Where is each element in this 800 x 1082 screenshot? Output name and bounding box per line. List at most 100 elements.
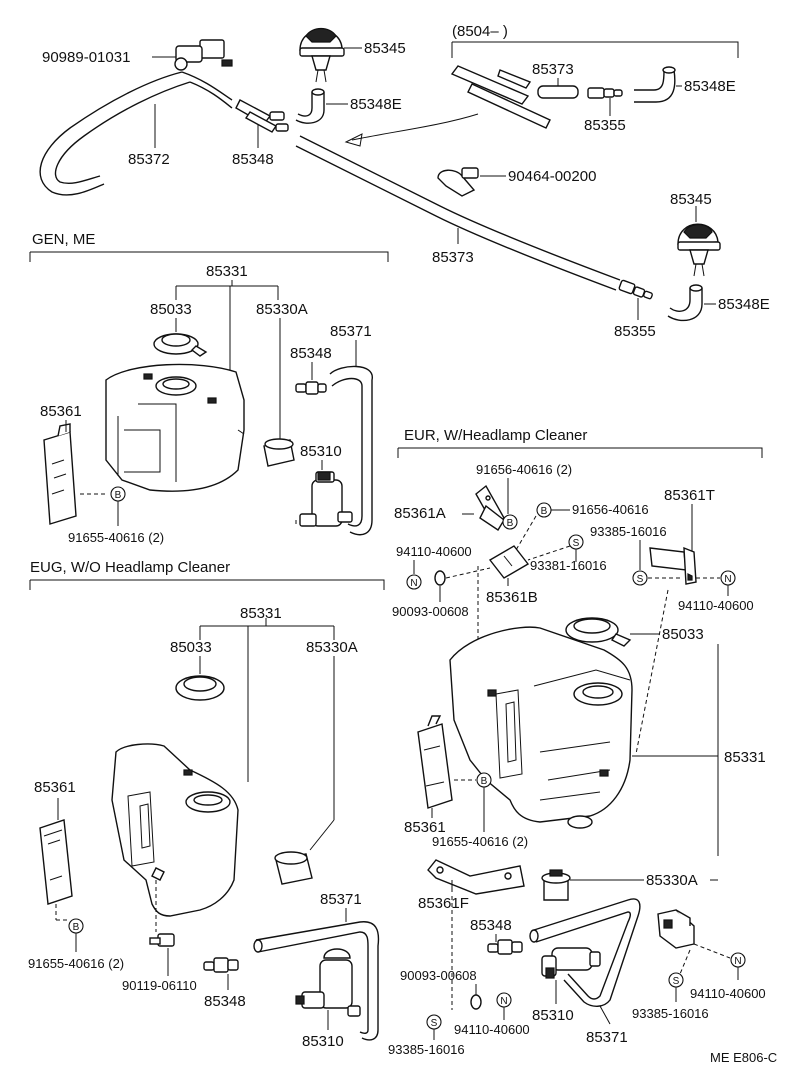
label-85330A-eug: 85330A [306, 639, 358, 656]
label-85371-gen: 85371 [330, 323, 372, 340]
hose-85371-eur-a [533, 898, 641, 1007]
joint-8504-variant [450, 65, 551, 129]
range-label: (8504– ) [452, 23, 508, 40]
bracket-lower-right [657, 909, 695, 949]
label-91656-40616-2: 91656-40616 (2) [476, 462, 572, 477]
label-93385-16016-c: 93385-16016 [632, 1006, 709, 1021]
clamp-90464 [437, 167, 479, 197]
label-85331-gen: 85331 [206, 263, 248, 280]
pump-85310-gen [299, 471, 353, 527]
dash-n-lower-right [693, 943, 731, 959]
label-90989-01031: 90989-01031 [42, 49, 130, 66]
leader-85371-eur [599, 1005, 611, 1025]
label-85330A-eur: 85330A [646, 872, 698, 889]
elbow-85348E-top-b [295, 92, 325, 124]
label-85361F: 85361F [418, 895, 469, 912]
bracket-gen-me [29, 251, 389, 262]
bolt-symbol-b-eur-c: B [476, 772, 492, 788]
label-90119-06110: 90119-06110 [122, 978, 197, 993]
motor-85361T [649, 546, 697, 585]
nut-symbol-n-eur-a: N [720, 570, 736, 586]
label-93385-16016-a: 93385-16016 [590, 524, 667, 539]
connector-90989 [174, 39, 233, 71]
label-85372: 85372 [128, 151, 170, 168]
label-85361-eur: 85361 [404, 819, 446, 836]
svg-text:S: S [573, 538, 580, 549]
label-91655-eur: 91655-40616 (2) [432, 834, 528, 849]
nozzle-85345-right [677, 223, 721, 277]
connector-85355-top [587, 87, 623, 99]
washer-90093-a [434, 570, 446, 586]
bolt-90119 [149, 933, 175, 947]
svg-text:B: B [115, 490, 122, 501]
section-eug: EUG, W/O Headlamp Cleaner [30, 559, 230, 576]
elbow-85348E-low-end [689, 284, 703, 292]
dash-b-85361B [515, 515, 537, 551]
label-85361-eug: 85361 [34, 779, 76, 796]
hose-85371-eur-b [535, 911, 631, 1000]
nut-symbol-n-eur-b: N [406, 574, 422, 590]
bracket-85361-eur [417, 715, 453, 809]
label-85345-right: 85345 [670, 191, 712, 208]
bracket-85361B [488, 545, 530, 579]
joint-85348-top [235, 99, 289, 133]
svg-text:N: N [734, 956, 741, 967]
bracket-85361-gen [43, 423, 77, 525]
direction-arrow-head [344, 133, 363, 147]
pump-85310-eur [541, 947, 601, 979]
dash-washer-85361B [445, 567, 491, 579]
connector-85355-low [618, 279, 653, 300]
tank-gen [105, 363, 245, 492]
dash-s-85361B [527, 545, 571, 561]
cap-85033-eug [175, 675, 225, 701]
svg-text:B: B [541, 506, 548, 517]
elbow-85348E-low-b [667, 288, 703, 322]
elbow-85348E-top-a [297, 92, 313, 117]
leader-85331-gen-tree [175, 285, 279, 400]
grommet-85330A-eur [541, 869, 571, 901]
bolt-symbol-s-eur-a: S [568, 534, 584, 550]
hose-85371-eug-end [253, 939, 263, 953]
figure-code: ME E806-C [710, 1050, 777, 1065]
svg-text:S: S [637, 574, 644, 585]
label-85348-gen: 85348 [290, 345, 332, 362]
nut-symbol-n-eur-c: N [496, 992, 512, 1008]
label-91656-40616: 91656-40616 [572, 502, 649, 517]
label-85361B: 85361B [486, 589, 538, 606]
label-85348-top: 85348 [232, 151, 274, 168]
label-85348E-low: 85348E [718, 296, 770, 313]
label-93385-16016-b: 93385-16016 [388, 1042, 465, 1057]
elbow-85348E-right-end [662, 66, 676, 74]
label-94110-40600-d: 94110-40600 [690, 986, 766, 1001]
label-85033-eur: 85033 [662, 626, 704, 643]
label-85330A-gen: 85330A [256, 301, 308, 318]
label-85331-eug: 85331 [240, 605, 282, 622]
joint-85348-gen [295, 381, 327, 395]
svg-text:N: N [724, 574, 731, 585]
bolt-symbol-b-eug: B [68, 918, 84, 934]
label-85361-gen: 85361 [40, 403, 82, 420]
label-85310-eug: 85310 [302, 1033, 344, 1050]
label-85348-eur: 85348 [470, 917, 512, 934]
bolt-symbol-b-gen: B [110, 486, 126, 502]
svg-text:B: B [73, 922, 80, 933]
hose-85371-gen-b [331, 377, 363, 527]
bolt-symbol-s-eur-d: S [668, 972, 684, 988]
dash-85361T-tank [635, 589, 669, 755]
label-85373-top: 85373 [532, 61, 574, 78]
hose-85373-short [537, 85, 579, 99]
bracket-85361A [475, 484, 505, 531]
hose-85372-outer [39, 71, 183, 196]
label-94110-40600-b: 94110-40600 [678, 598, 754, 613]
label-85345-top: 85345 [364, 40, 406, 57]
svg-text:N: N [500, 996, 507, 1007]
label-94110-40600-c: 94110-40600 [454, 1022, 530, 1037]
section-gen-me: GEN, ME [32, 231, 95, 248]
bracket-eur [397, 447, 763, 458]
hose-85371-eur-end [529, 929, 539, 943]
label-85371-eur: 85371 [586, 1029, 628, 1046]
label-85310-eur: 85310 [532, 1007, 574, 1024]
label-85348E-right: 85348E [684, 78, 736, 95]
grommet-85330A-eug [274, 851, 313, 885]
elbow-85348E-top-end [311, 88, 325, 96]
